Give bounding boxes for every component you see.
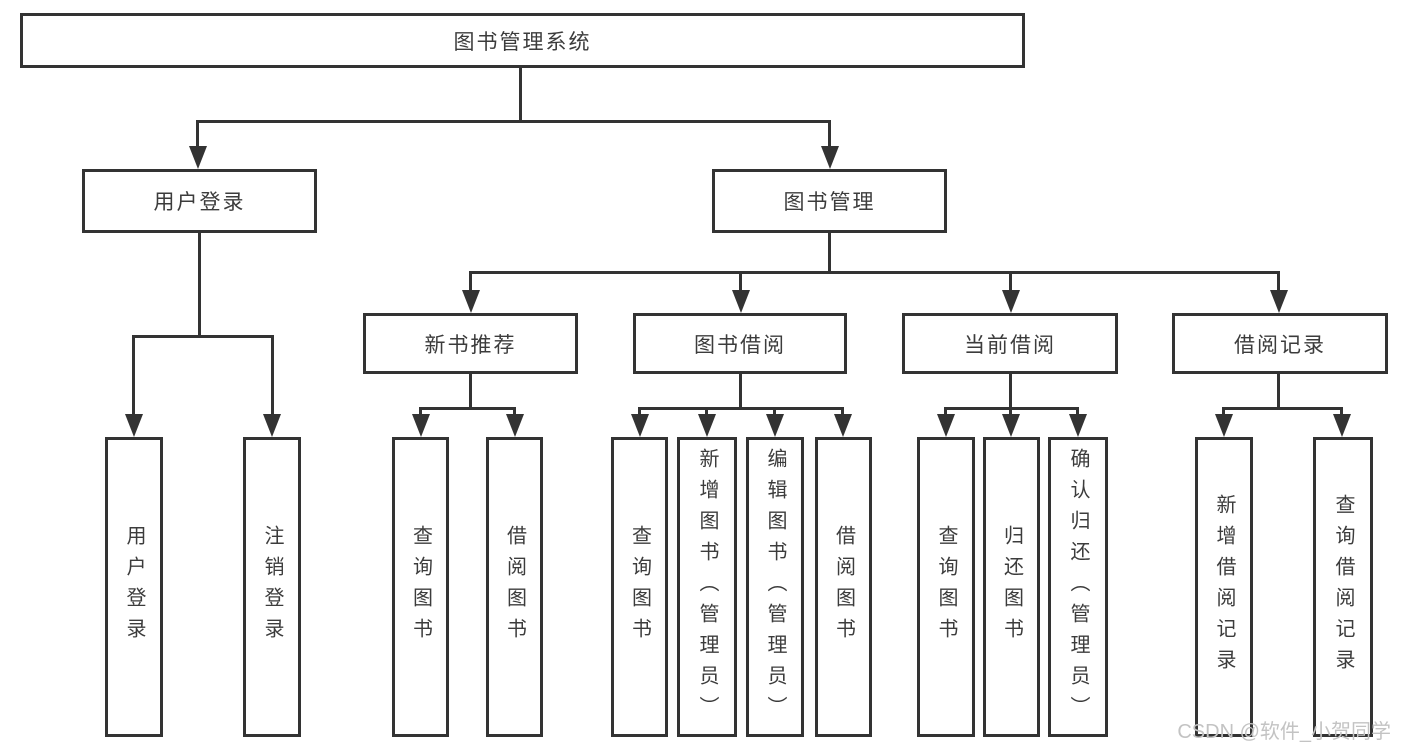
connector-new-book-stem: [469, 374, 472, 410]
connector-borrow-stem: [739, 374, 742, 410]
leaf-bb-query-books: 查询图书: [611, 437, 668, 737]
connector-borrow-rail: [638, 407, 844, 410]
node-book-borrow-label: 图书借阅: [694, 333, 786, 357]
leaf-logout: 注销登录: [243, 437, 301, 737]
connector-drop: [773, 407, 776, 417]
arrow-down-icon: [189, 146, 207, 169]
leaf-cb-query-books-label: 查询图书: [935, 525, 957, 649]
node-new-book-rec: 新书推荐: [363, 313, 578, 374]
arrow-down-icon: [834, 414, 852, 437]
arrow-down-icon: [1270, 290, 1288, 313]
node-new-book-rec-label: 新书推荐: [424, 333, 517, 357]
node-user-login-label: 用户登录: [153, 191, 246, 214]
leaf-bb-add-books-admin-label: 新增图书（管理员）: [696, 447, 718, 727]
leaf-bb-edit-books-admin: 编辑图书（管理员）: [746, 437, 804, 737]
connector-user-login-stem: [198, 233, 201, 338]
connector-level3-rail: [469, 271, 1280, 274]
connector-records-stem: [1277, 374, 1280, 410]
arrow-down-icon: [125, 414, 143, 437]
node-borrow-records: 借阅记录: [1172, 313, 1388, 374]
leaf-user-login-label: 用户登录: [123, 525, 145, 649]
node-book-borrow: 图书借阅: [633, 313, 847, 374]
connector-new-book-rail: [419, 407, 516, 410]
leaf-cb-query-books: 查询图书: [917, 437, 975, 737]
leaf-nb-query-books: 查询图书: [392, 437, 449, 737]
arrow-down-icon: [1002, 290, 1020, 313]
arrow-down-icon: [1002, 414, 1020, 437]
leaf-bb-edit-books-admin-label: 编辑图书（管理员）: [764, 447, 786, 727]
connector-drop-leaf-login: [132, 335, 135, 417]
node-user-login: 用户登录: [82, 169, 317, 233]
arrow-down-icon: [263, 414, 281, 437]
node-borrow-records-label: 借阅记录: [1234, 333, 1326, 357]
arrow-down-icon: [937, 414, 955, 437]
connector-drop-book-mgmt: [828, 120, 831, 150]
arrow-down-icon: [631, 414, 649, 437]
leaf-bb-add-books-admin: 新增图书（管理员）: [677, 437, 737, 737]
leaf-nb-query-books-label: 查询图书: [409, 525, 432, 649]
arrow-down-icon: [732, 290, 750, 313]
arrow-down-icon: [766, 414, 784, 437]
connector-drop: [841, 407, 844, 417]
connector-records-rail: [1222, 407, 1343, 410]
arrow-down-icon: [506, 414, 524, 437]
connector-drop: [944, 407, 947, 417]
node-book-mgmt-label: 图书管理: [783, 191, 876, 214]
node-book-mgmt: 图书管理: [712, 169, 947, 233]
arrow-down-icon: [412, 414, 430, 437]
connector-drop: [705, 407, 708, 417]
connector-drop-current: [1009, 271, 1012, 293]
arrow-down-icon: [1333, 414, 1351, 437]
connector-drop-leaf-logout: [271, 335, 274, 417]
connector-drop: [1340, 407, 1343, 417]
leaf-bb-borrow-books-label: 借阅图书: [832, 525, 855, 649]
connector-drop: [1076, 407, 1079, 417]
connector-drop: [1009, 407, 1012, 417]
connector-level2-rail: [196, 120, 831, 123]
connector-user-login-rail: [133, 335, 274, 338]
leaf-cb-return-books: 归还图书: [983, 437, 1040, 737]
arrow-down-icon: [1069, 414, 1087, 437]
leaf-cb-confirm-return-admin: 确认归还（管理员）: [1048, 437, 1108, 737]
node-library-system-label: 图书管理系统: [453, 30, 592, 54]
leaf-br-add-record: 新增借阅记录: [1195, 437, 1253, 737]
node-current-borrow: 当前借阅: [902, 313, 1118, 374]
leaf-nb-borrow-books-label: 借阅图书: [503, 525, 526, 649]
connector-drop: [513, 407, 516, 417]
connector-drop: [1222, 407, 1225, 417]
connector-current-stem: [1009, 374, 1012, 410]
leaf-cb-return-books-label: 归还图书: [1000, 525, 1023, 649]
leaf-br-add-record-label: 新增借阅记录: [1213, 494, 1235, 680]
leaf-bb-query-books-label: 查询图书: [628, 525, 651, 649]
arrow-down-icon: [698, 414, 716, 437]
arrow-down-icon: [1215, 414, 1233, 437]
leaf-br-query-record-label: 查询借阅记录: [1332, 494, 1354, 680]
node-library-system: 图书管理系统: [20, 13, 1025, 68]
leaf-logout-label: 注销登录: [261, 525, 283, 649]
connector-drop-user-login: [196, 120, 199, 150]
leaf-bb-borrow-books: 借阅图书: [815, 437, 872, 737]
arrow-down-icon: [821, 146, 839, 169]
connector-drop: [419, 407, 422, 417]
leaf-br-query-record: 查询借阅记录: [1313, 437, 1373, 737]
leaf-nb-borrow-books: 借阅图书: [486, 437, 543, 737]
leaf-cb-confirm-return-admin-label: 确认归还（管理员）: [1067, 447, 1089, 727]
connector-drop-records: [1277, 271, 1280, 293]
connector-drop-new-book: [469, 271, 472, 293]
connector-root-stem: [519, 66, 522, 122]
connector-drop: [638, 407, 641, 417]
arrow-down-icon: [462, 290, 480, 313]
csdn-watermark: CSDN @软件_小贺同学: [1177, 721, 1391, 743]
node-current-borrow-label: 当前借阅: [964, 333, 1056, 357]
connector-drop-borrow: [739, 271, 742, 293]
leaf-user-login: 用户登录: [105, 437, 163, 737]
connector-book-mgmt-stem: [828, 233, 831, 274]
